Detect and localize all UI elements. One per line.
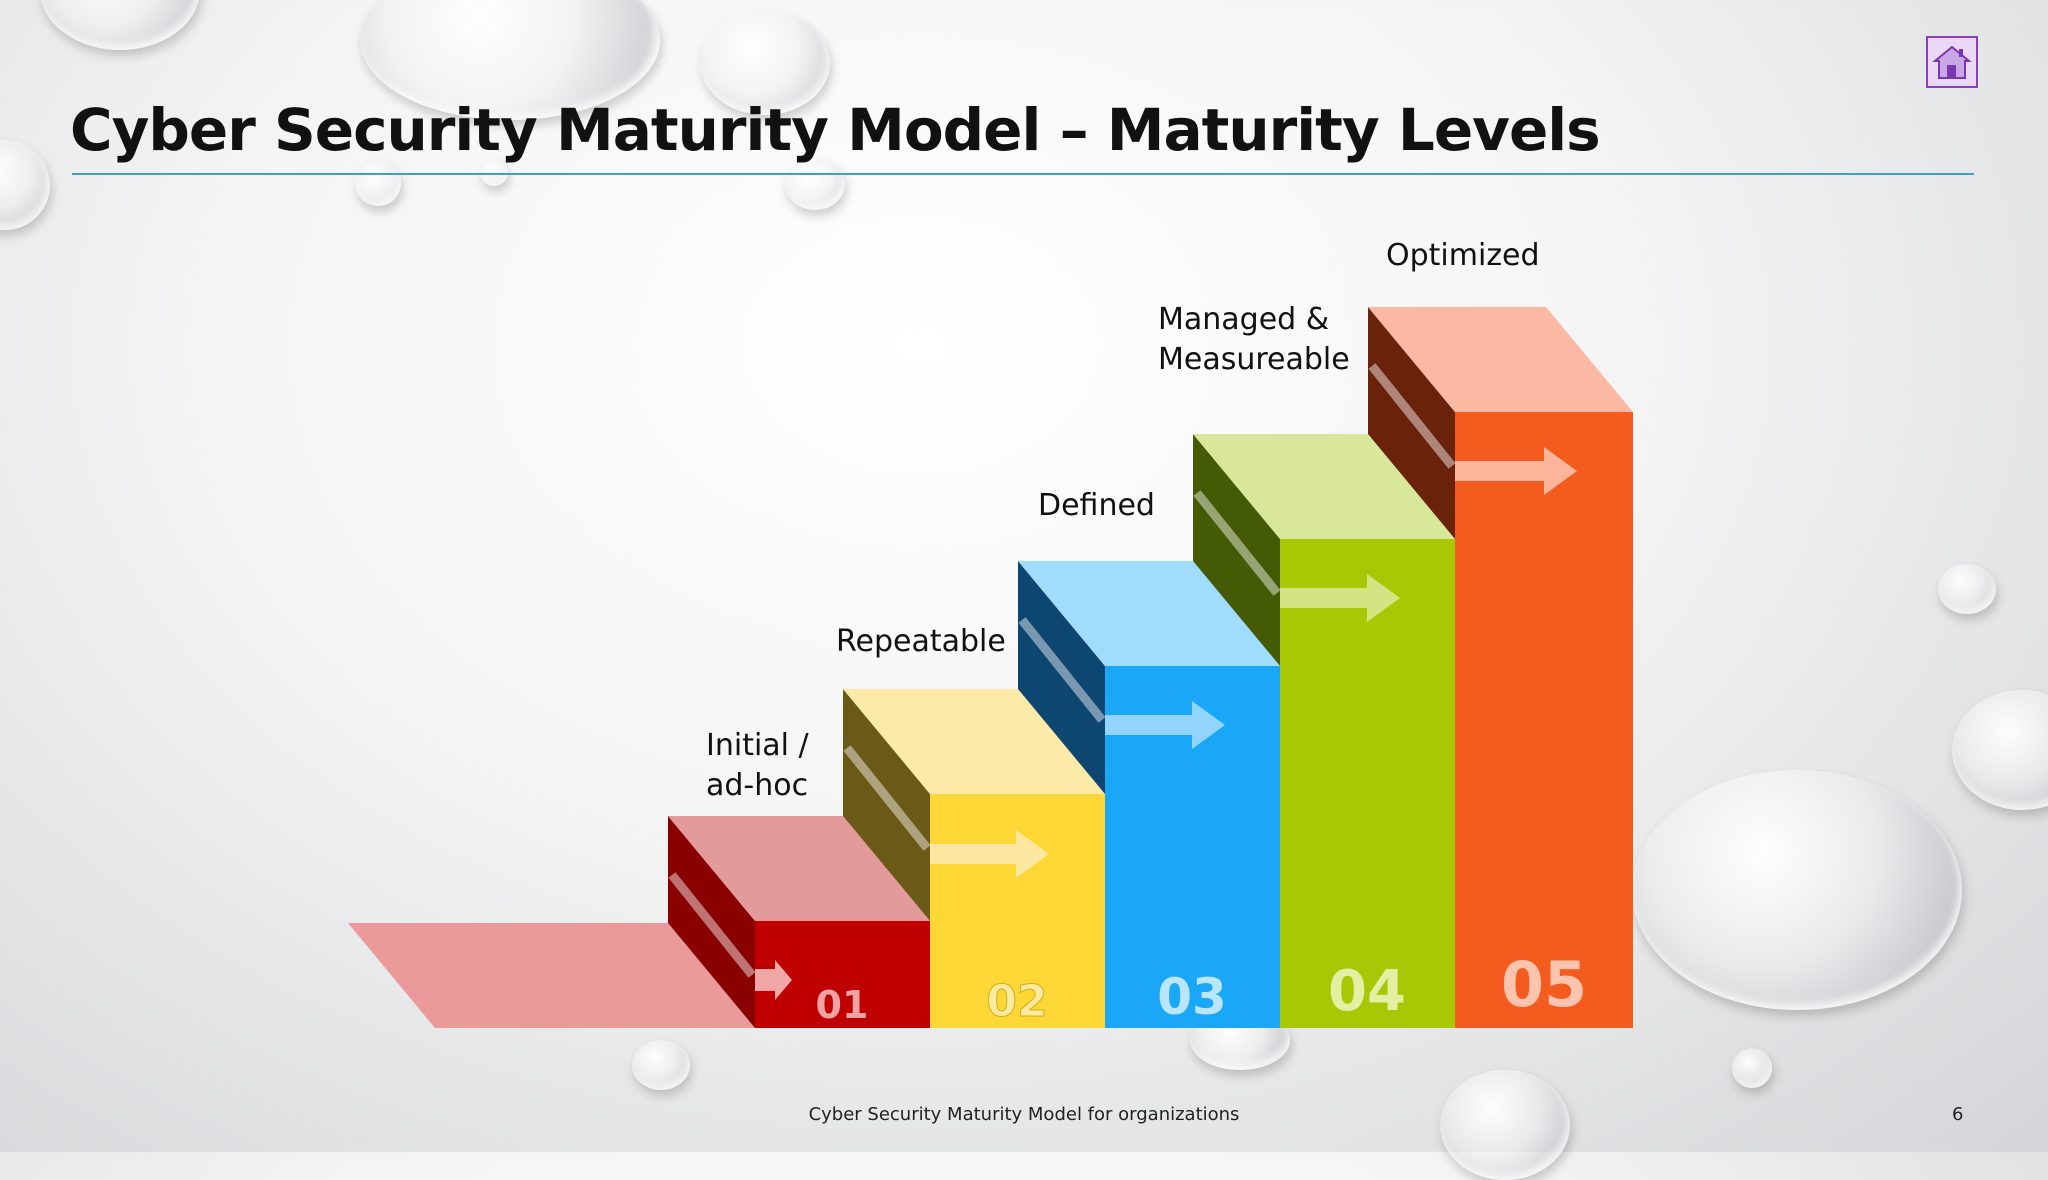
level-label-02: Repeatable [836, 622, 1006, 662]
level-number-02: 02 [986, 976, 1047, 1027]
level-label-04: Managed & Measureable [1158, 300, 1350, 380]
level-number-03: 03 [1157, 968, 1227, 1026]
water-drop [1732, 1048, 1772, 1088]
water-drop [355, 160, 401, 206]
level-number-01: 01 [816, 983, 869, 1027]
water-drop [785, 158, 845, 210]
level-label-01-line2: ad-hoc [706, 768, 809, 803]
water-drop [1632, 770, 1962, 1010]
level-number-05: 05 [1501, 948, 1587, 1021]
water-drop [1938, 564, 1996, 614]
title-underline [72, 173, 1974, 175]
slide-footer: Cyber Security Maturity Model for organi… [808, 1104, 1240, 1125]
level-label-03: Defined [1038, 486, 1155, 526]
home-button[interactable] [1926, 36, 1978, 88]
level-label-02-line1: Repeatable [836, 624, 1006, 659]
step-level-03 [1018, 561, 1280, 1028]
maturity-staircase: 01 02 03 04 05 [348, 307, 1633, 1028]
step-level-01 [668, 816, 930, 1028]
step-level-05 [1368, 307, 1633, 1028]
level-label-04-line1: Managed & [1158, 302, 1330, 337]
level-label-03-line1: Defined [1038, 488, 1155, 523]
level-label-01: Initial / ad-hoc [706, 726, 809, 806]
level-label-05-line1: Optimized [1386, 238, 1540, 273]
step-level-02 [843, 689, 1105, 1028]
step-level-04 [1193, 434, 1455, 1028]
page-number: 6 [1952, 1104, 1964, 1125]
level-label-05: Optimized [1386, 236, 1540, 276]
level-label-01-line1: Initial / [706, 728, 809, 763]
water-drop [480, 158, 508, 186]
home-icon [1932, 45, 1972, 79]
water-drop [632, 1040, 690, 1090]
staircase-base-floor [348, 923, 755, 1028]
level-number-04: 04 [1328, 959, 1406, 1024]
water-drop [700, 10, 830, 115]
level-label-04-line2: Measureable [1158, 342, 1350, 377]
slide-title: Cyber Security Maturity Model – Maturity… [70, 96, 1601, 164]
